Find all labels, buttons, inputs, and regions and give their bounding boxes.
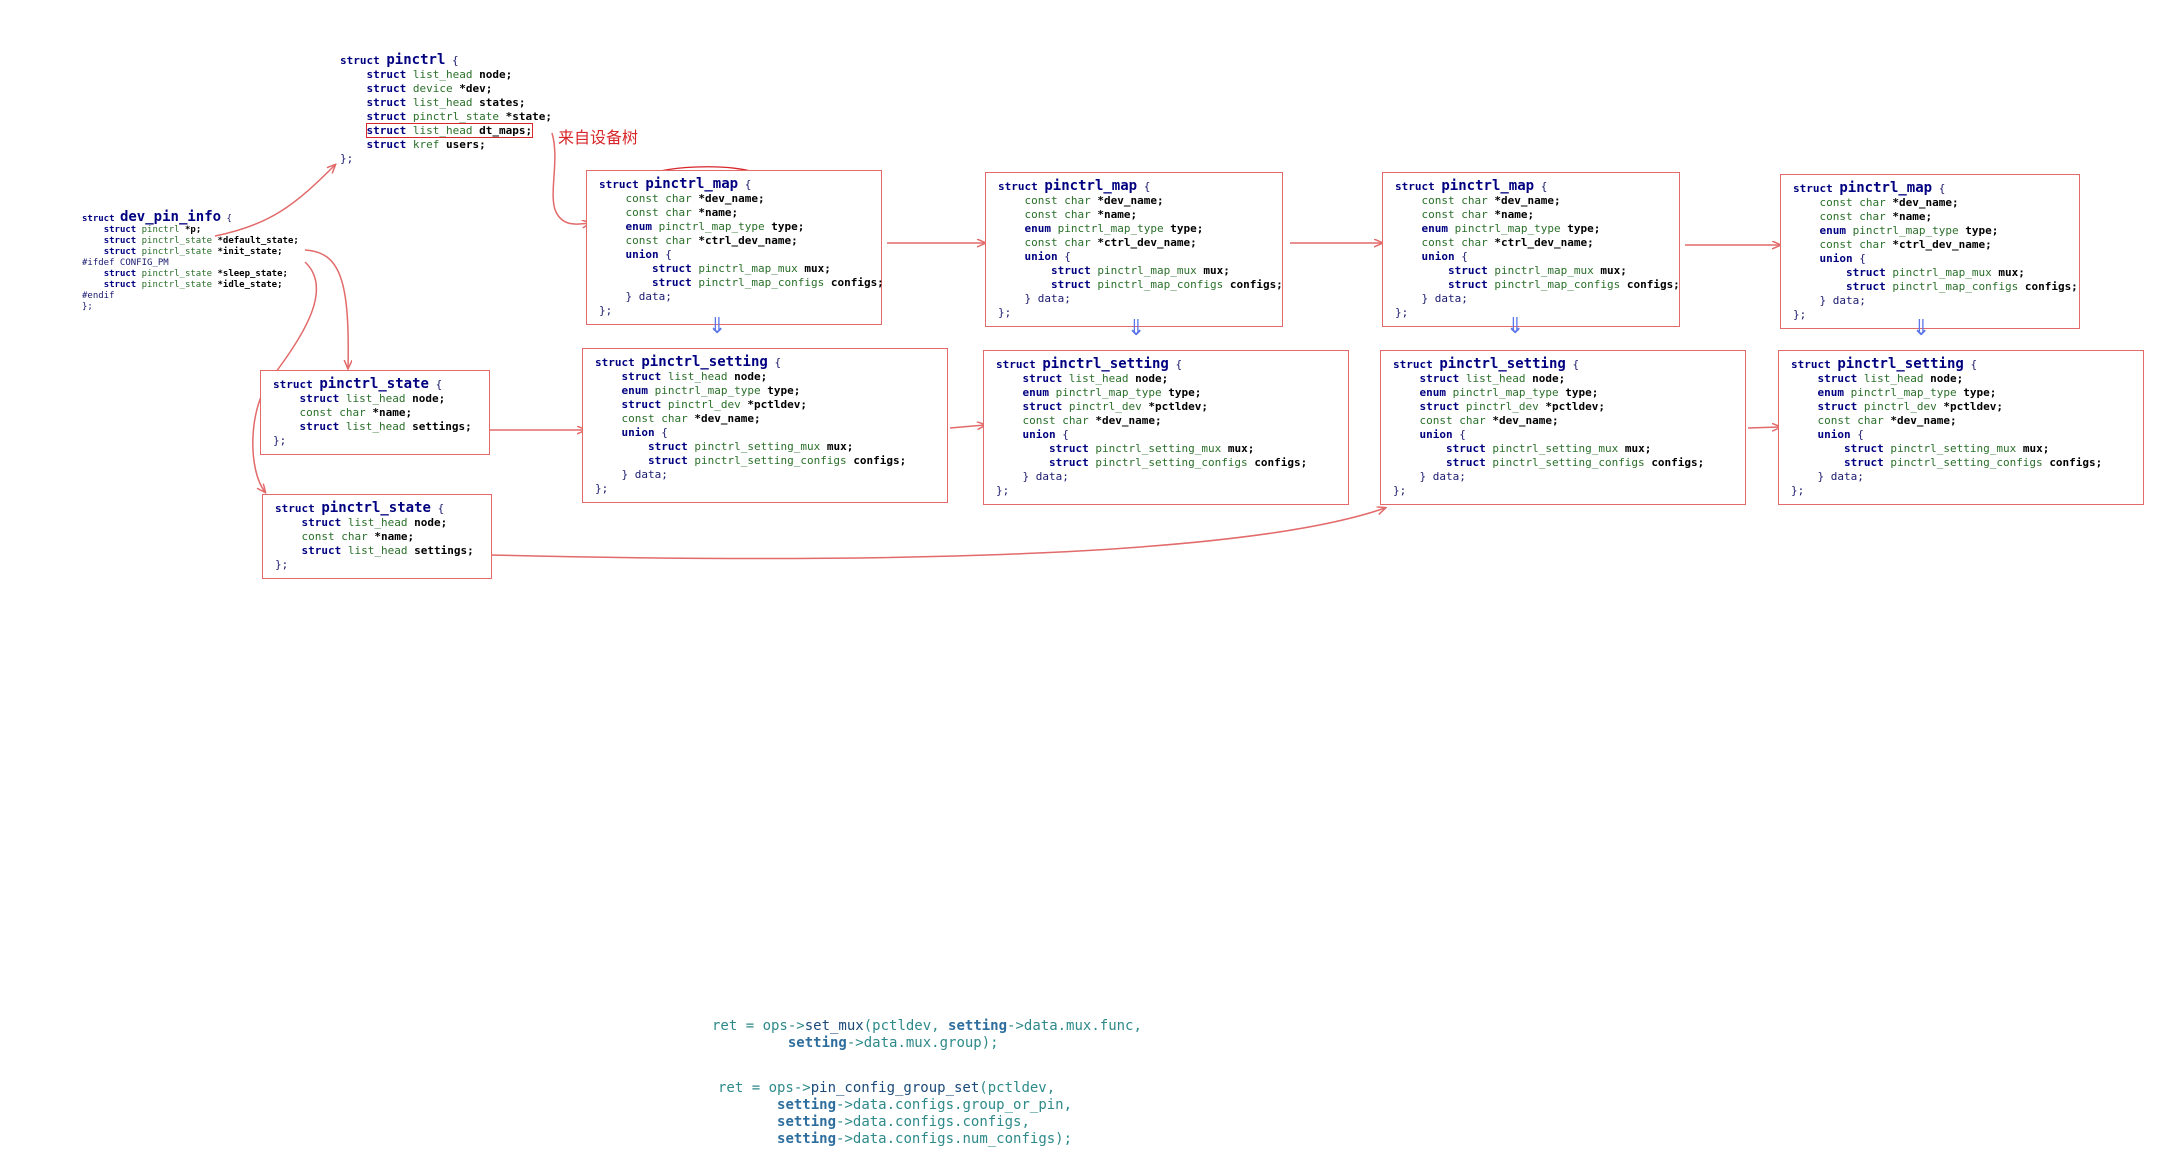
struct-dev-pin-info: struct dev_pin_info { struct pinctrl *p;… — [82, 209, 299, 312]
struct-pinctrl-setting-1: struct pinctrl_setting { struct list_hea… — [582, 348, 948, 503]
dev-pin-info-title: dev_pin_info — [119, 209, 222, 225]
set-mux-snippet: ret = ops->set_mux(pctldev, setting->dat… — [712, 1018, 1142, 1051]
struct-pinctrl-setting-4: struct pinctrl_setting { struct list_hea… — [1778, 350, 2144, 505]
struct-pinctrl-setting-3: struct pinctrl_setting { struct list_hea… — [1380, 350, 1746, 505]
down-arrow-2: ⇓ — [1127, 316, 1146, 341]
struct-pinctrl-state-init: struct pinctrl_state { struct list_head … — [262, 494, 492, 579]
struct-pinctrl-map-4: struct pinctrl_map { const char *dev_nam… — [1780, 174, 2080, 329]
struct-pinctrl-map-1: struct pinctrl_map { const char *dev_nam… — [586, 170, 884, 325]
down-arrow-1: ⇓ — [708, 314, 727, 339]
struct-pinctrl: struct pinctrl { struct list_head node; … — [340, 52, 552, 165]
struct-pinctrl-setting-2: struct pinctrl_setting { struct list_hea… — [983, 350, 1349, 505]
down-arrow-3: ⇓ — [1506, 314, 1525, 339]
dt-maps-highlight: struct list_head dt_maps; — [365, 123, 534, 138]
pinctrl-title: pinctrl — [386, 52, 446, 68]
struct-pinctrl-state-default: struct pinctrl_state { struct list_head … — [260, 370, 490, 455]
arrow-set1-to-set2 — [949, 425, 985, 428]
dt-source-note: 来自设备树 — [558, 128, 639, 147]
arrow-set3-to-set4 — [1747, 427, 1780, 428]
down-arrow-4: ⇓ — [1912, 316, 1931, 341]
struct-pinctrl-map-2: struct pinctrl_map { const char *dev_nam… — [985, 172, 1283, 327]
pin-config-group-set-snippet: ret = ops->pin_config_group_set(pctldev,… — [718, 1080, 1073, 1147]
arrow-default-to-state1 — [304, 249, 348, 368]
arrow-state2-to-set3 — [491, 508, 1385, 560]
struct-pinctrl-map-3: struct pinctrl_map { const char *dev_nam… — [1382, 172, 1680, 327]
